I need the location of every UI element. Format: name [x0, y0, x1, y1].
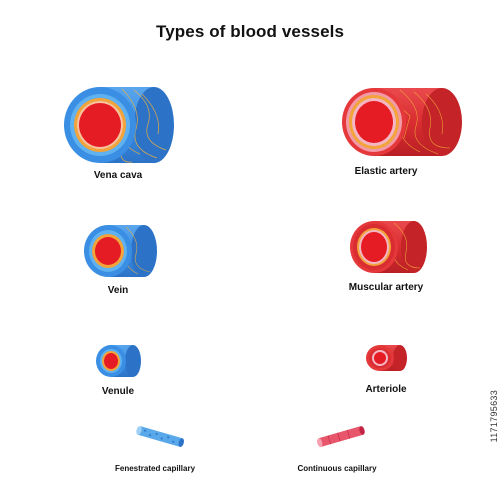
vein-icon — [84, 225, 157, 277]
continuous-capillary-label: Continuous capillary — [297, 464, 377, 473]
arteriole-label: Arteriole — [365, 384, 407, 395]
vein-label: Vein — [107, 285, 129, 296]
venule-icon — [96, 345, 141, 377]
muscular-artery-label: Muscular artery — [348, 282, 424, 293]
continuous-capillary-icon — [317, 426, 365, 447]
page-title: Types of blood vessels — [156, 22, 344, 41]
stock-image-id: 1171795633 — [489, 390, 499, 443]
fenestrated-capillary-label: Fenestrated capillary — [114, 464, 196, 473]
elastic-artery-label: Elastic artery — [354, 166, 418, 177]
vena-cava-icon — [64, 87, 174, 163]
elastic-artery-icon — [342, 88, 462, 156]
muscular-artery-icon — [350, 221, 427, 273]
venule-label: Venule — [101, 386, 135, 397]
fenestrated-capillary-icon — [136, 426, 184, 447]
vena-cava-label: Vena cava — [93, 170, 143, 181]
arteriole-icon — [366, 345, 407, 371]
